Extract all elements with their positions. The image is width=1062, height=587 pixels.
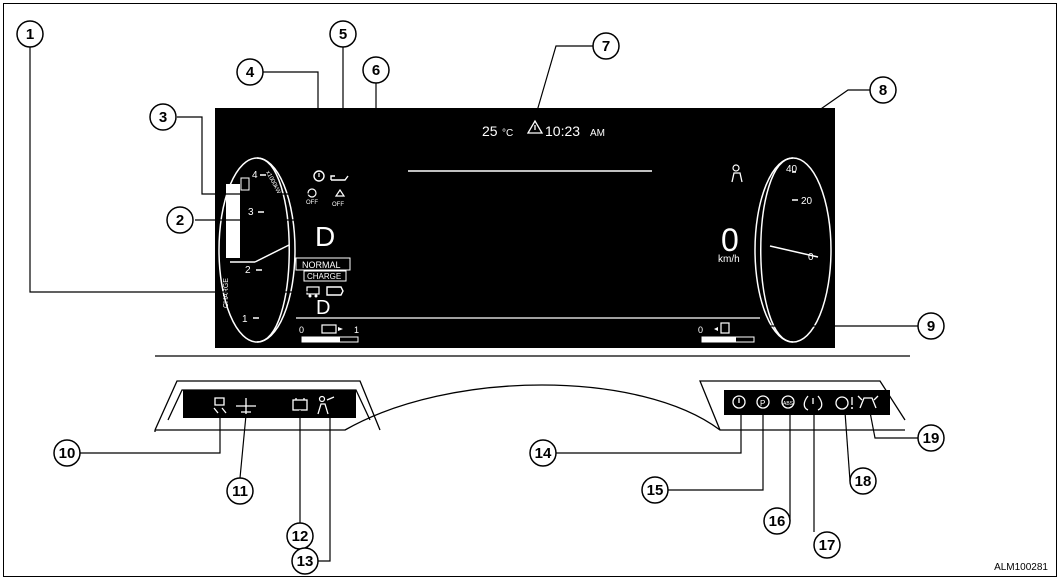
collision-warning-icon [857, 395, 879, 409]
speed-unit: km/h [718, 254, 740, 265]
abs-warning-icon: ABS [781, 395, 795, 409]
callout-8: 8 [869, 76, 897, 104]
power-tick-3: 3 [248, 207, 254, 218]
svg-text:2: 2 [176, 212, 184, 229]
callout-11: 11 [226, 477, 254, 505]
callout-19: 19 [917, 424, 945, 452]
vehicle-stability-icon [213, 397, 227, 414]
svg-text:OFF: OFF [306, 200, 318, 206]
tire-pressure-icon [803, 395, 823, 411]
speedometer-gauge [754, 157, 832, 343]
svg-text:18: 18 [855, 473, 872, 490]
svg-text:8: 8 [879, 82, 887, 99]
figure-reference-code: ALM100281 [994, 562, 1048, 573]
diagram-frame [3, 3, 1057, 577]
callout-13: 13 [291, 547, 319, 575]
leader-lines [29, 45, 918, 562]
fuel-pump-icon [714, 322, 730, 334]
power-tick-1: 1 [242, 314, 248, 325]
gear-indicator: D [315, 221, 335, 252]
svg-text:15: 15 [647, 482, 664, 499]
power-needle [254, 244, 290, 263]
traction-control-off-icon: OFF [306, 188, 318, 206]
svg-text:17: 17 [819, 537, 836, 554]
temperature-unit: °C [502, 128, 513, 139]
oil-pressure-icon [330, 175, 349, 181]
power-gauge [218, 157, 296, 343]
svg-text:1: 1 [26, 26, 34, 43]
svg-text:OFF: OFF [332, 202, 344, 208]
mode-charge-label: CHARGE [307, 272, 341, 281]
svg-text:5: 5 [339, 26, 347, 43]
mode-normal-box [295, 257, 351, 271]
clock-suffix: AM [590, 128, 605, 139]
temperature-value: 25 [482, 123, 498, 139]
lane-assist-off-icon: OFF [332, 188, 346, 208]
mode-charge-box [303, 270, 347, 282]
fuel-scale-min: 0 [698, 325, 703, 335]
speed-tick-40: 40 [786, 164, 798, 175]
callout-9: 9 [917, 312, 945, 340]
brake-warning-icon [732, 395, 746, 409]
seatbelt-icon [731, 164, 743, 183]
battery-scale-max: 1 [354, 325, 359, 335]
engine-warning-icon [313, 170, 325, 182]
callout-1: 1 [16, 20, 44, 48]
gear-indicator-secondary: D [316, 297, 330, 319]
callout-15: 15 [641, 476, 669, 504]
svg-text:ABS: ABS [783, 401, 794, 407]
aircraft-icon [236, 398, 256, 414]
callout-7: 7 [592, 32, 620, 60]
svg-text:P: P [760, 399, 765, 408]
svg-text:12: 12 [292, 528, 309, 545]
speed-tick-0: 0 [808, 252, 814, 263]
power-charge-label: CHARGE [223, 278, 230, 308]
speed-tick-20: 20 [801, 196, 813, 207]
svg-text:11: 11 [232, 483, 248, 500]
svg-text:16: 16 [769, 513, 786, 530]
callout-4: 4 [236, 58, 264, 86]
svg-text:10: 10 [59, 445, 76, 462]
check-engine-icon [326, 286, 344, 296]
parking-brake-icon: P [756, 395, 770, 409]
svg-text:19: 19 [923, 430, 940, 447]
power-tick-4: 4 [252, 170, 258, 181]
svg-text:4: 4 [246, 64, 255, 81]
callout-14: 14 [529, 439, 557, 467]
mode-normal-label: NORMAL [302, 260, 341, 270]
svg-text:9: 9 [927, 318, 935, 335]
callout-10: 10 [53, 439, 81, 467]
power-steering-icon [835, 396, 853, 410]
master-warning-icon [526, 119, 544, 134]
ready-indicator-icon [306, 286, 320, 298]
callout-6: 6 [362, 56, 390, 84]
svg-text:7: 7 [602, 38, 610, 55]
callout-5: 5 [329, 20, 357, 48]
power-tick-2: 2 [245, 265, 251, 276]
svg-text:14: 14 [535, 445, 552, 462]
svg-text:3: 3 [159, 109, 167, 126]
power-level-bar [226, 184, 240, 258]
battery-scale-min: 0 [299, 325, 304, 335]
airbag-icon [317, 395, 335, 415]
battery-icon [321, 324, 343, 334]
callout-16: 16 [763, 507, 791, 535]
callout-2: 2 [166, 206, 194, 234]
callout-18: 18 [849, 467, 877, 495]
callout-3: 3 [149, 103, 177, 131]
callout-17: 17 [813, 531, 841, 559]
battery-level-fill [302, 337, 340, 342]
svg-text:13: 13 [297, 553, 314, 570]
clock-time: 10:23 [545, 123, 580, 139]
fuel-level-fill [702, 337, 736, 342]
speed-value: 0 [721, 222, 739, 258]
speed-needle [769, 245, 819, 258]
svg-text:6: 6 [372, 62, 380, 79]
